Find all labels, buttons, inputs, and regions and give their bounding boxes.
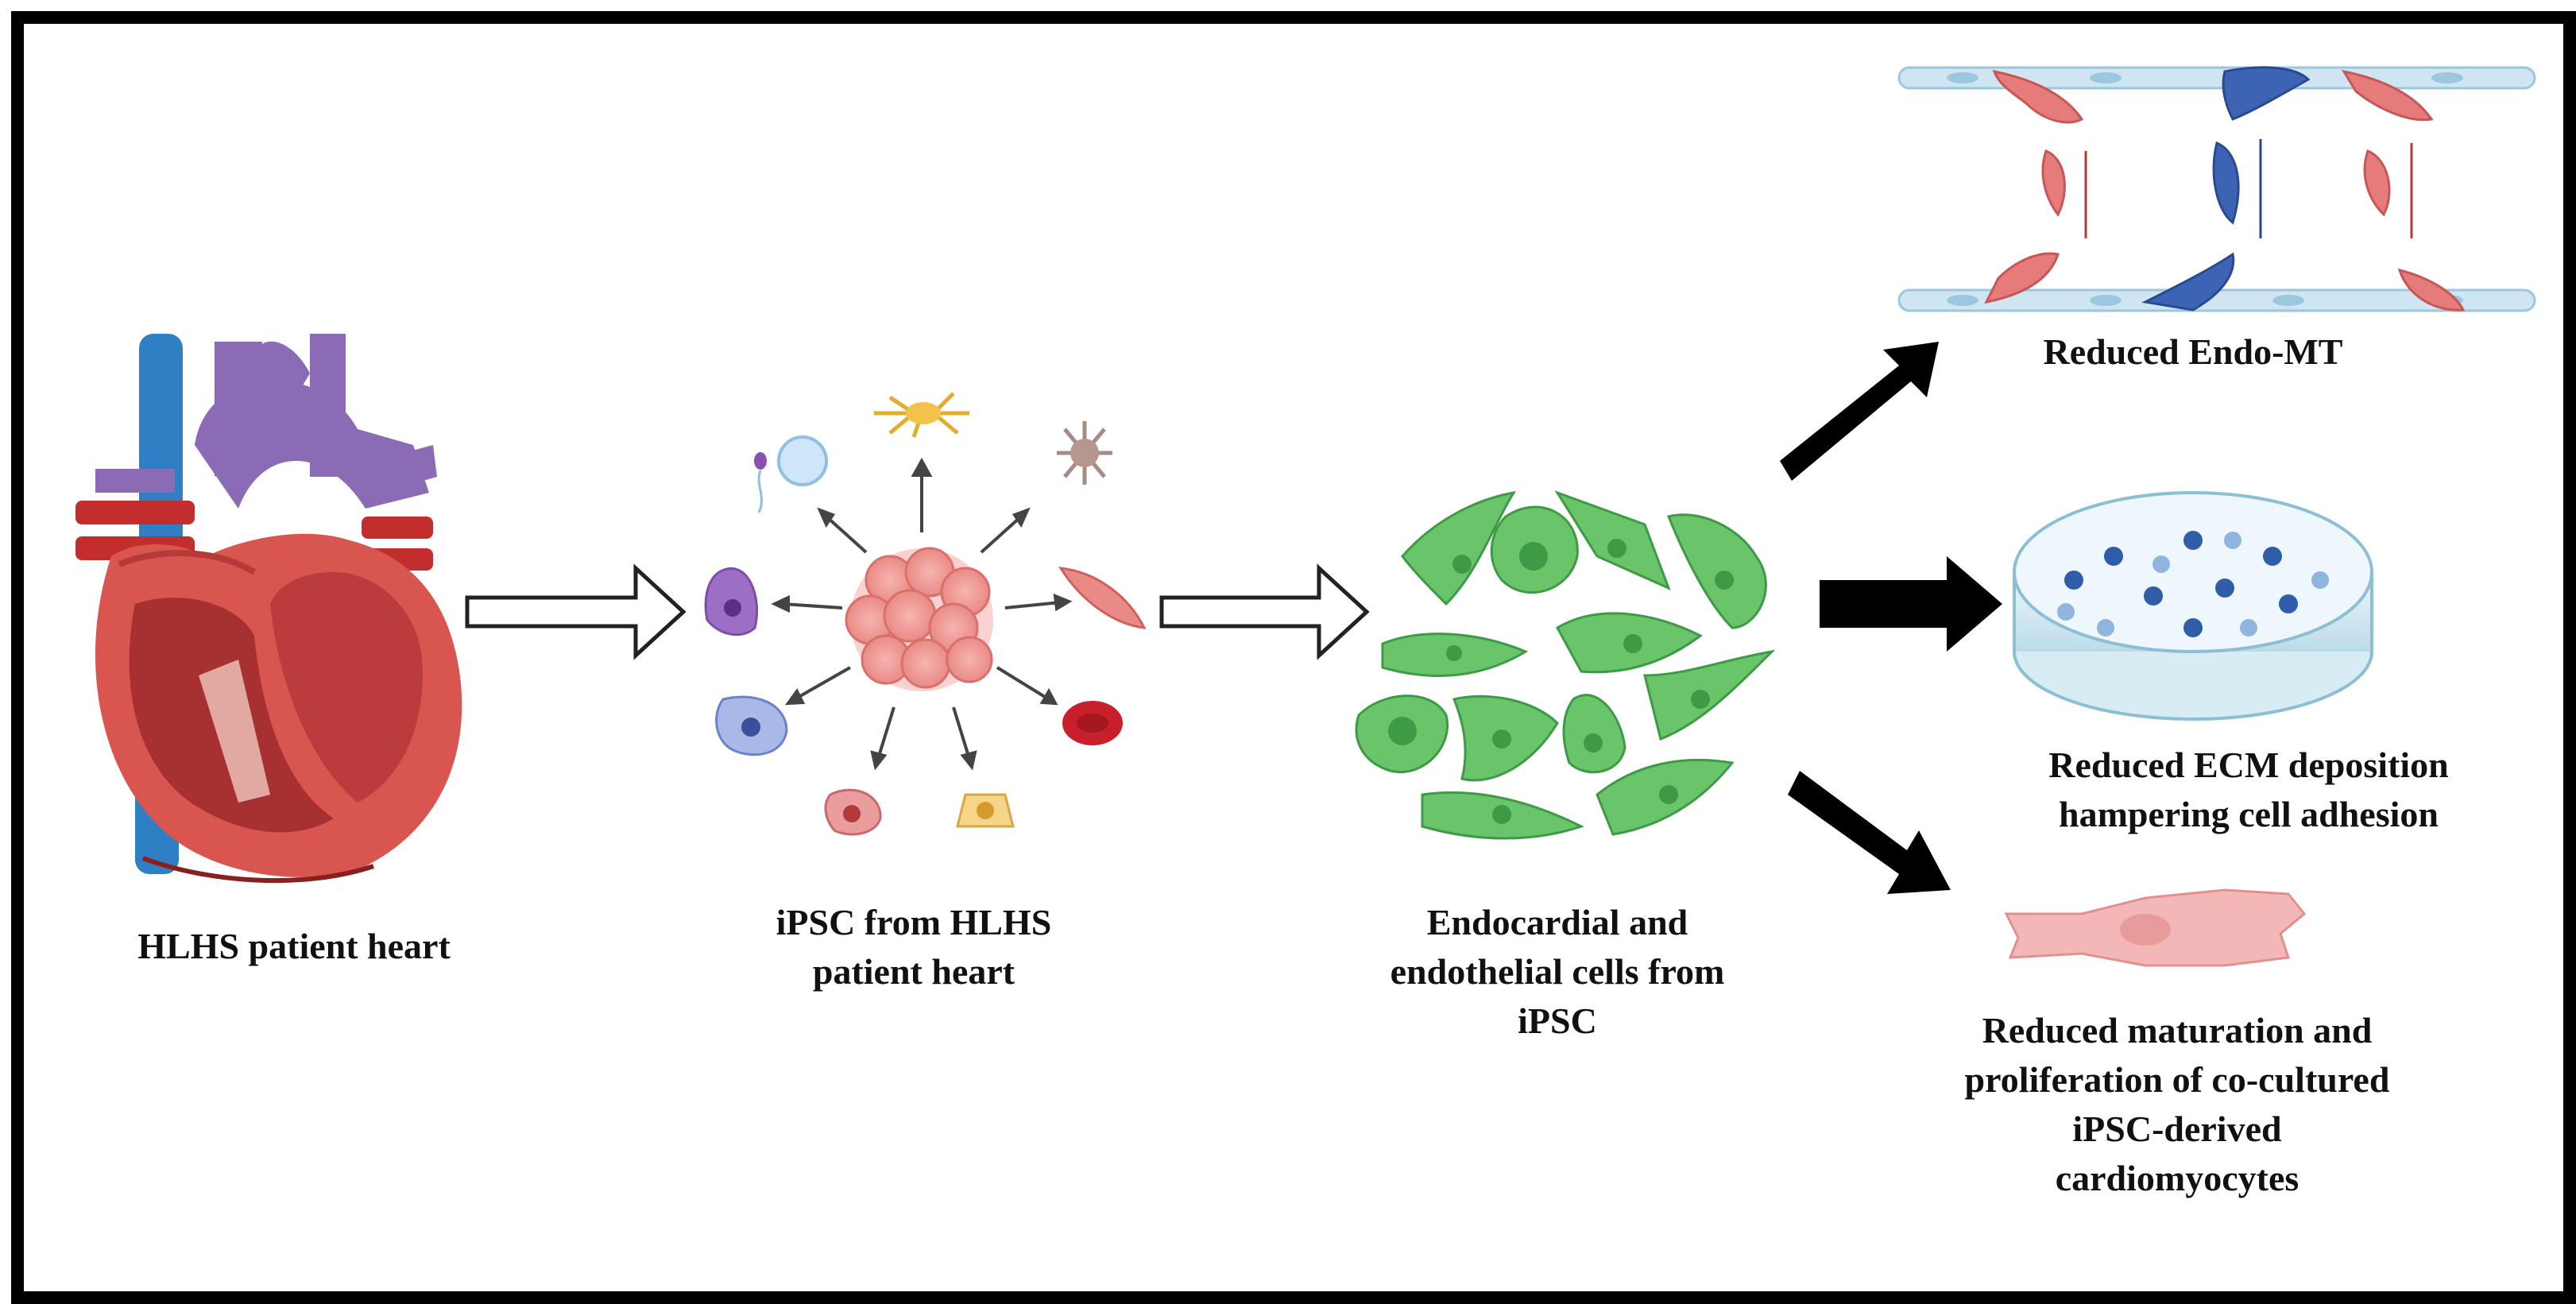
arrow-ipsc-to-endothelial	[1159, 563, 1370, 660]
label-ecm-line2: hampering cell adhesion	[2059, 794, 2439, 834]
label-ipsc-line1: iPSC from HLHS	[776, 902, 1052, 942]
endothelial-cells-illustration	[1355, 490, 1776, 840]
label-ipsc-line2: patient heart	[812, 951, 1015, 992]
label-ecm: Reduced ECM deposition hampering cell ad…	[1971, 741, 2527, 839]
label-cardiomyocytes-line1: Reduced maturation and	[1982, 1010, 2373, 1051]
label-ecm-line1: Reduced ECM deposition	[2048, 745, 2449, 785]
label-endothelial-line3: iPSC	[1518, 1000, 1597, 1041]
arrow-to-endomt	[1780, 342, 1939, 481]
label-hlhs-heart-text: HLHS patient heart	[137, 926, 451, 966]
label-endothelial: Endocardial and endothelial cells from i…	[1319, 898, 1796, 1046]
outcome-arrows	[1780, 342, 2002, 894]
label-cardiomyocytes: Reduced maturation and proliferation of …	[1891, 1006, 2463, 1203]
ipsc-illustration	[704, 392, 1147, 836]
arrow-to-ecm	[1820, 556, 2002, 652]
label-ipsc: iPSC from HLHS patient heart	[675, 898, 1152, 996]
label-endomt-text: Reduced Endo-MT	[2043, 331, 2343, 372]
arrow-to-cardiomyocytes	[1788, 771, 1951, 894]
heart-illustration	[75, 334, 462, 884]
petri-dish-illustration	[2013, 491, 2373, 721]
label-endothelial-line2: endothelial cells from	[1390, 951, 1725, 992]
superior-vena-cava	[139, 334, 183, 596]
petri-cells	[2057, 531, 2329, 637]
label-cardiomyocytes-line3: iPSC-derived	[2072, 1109, 2282, 1149]
cardiomyocyte-illustration	[2004, 888, 2307, 967]
label-cardiomyocytes-line2: proliferation of co-cultured	[1964, 1059, 2390, 1100]
endomt-illustration	[1897, 66, 2536, 312]
label-hlhs-heart: HLHS patient heart	[79, 922, 509, 971]
label-cardiomyocytes-line4: cardiomyocytes	[2055, 1158, 2299, 1198]
label-endothelial-line1: Endocardial and	[1426, 902, 1688, 942]
aortic-arch	[195, 380, 429, 509]
arrow-heart-to-ipsc	[465, 563, 687, 660]
label-endomt: Reduced Endo-MT	[1947, 327, 2439, 377]
